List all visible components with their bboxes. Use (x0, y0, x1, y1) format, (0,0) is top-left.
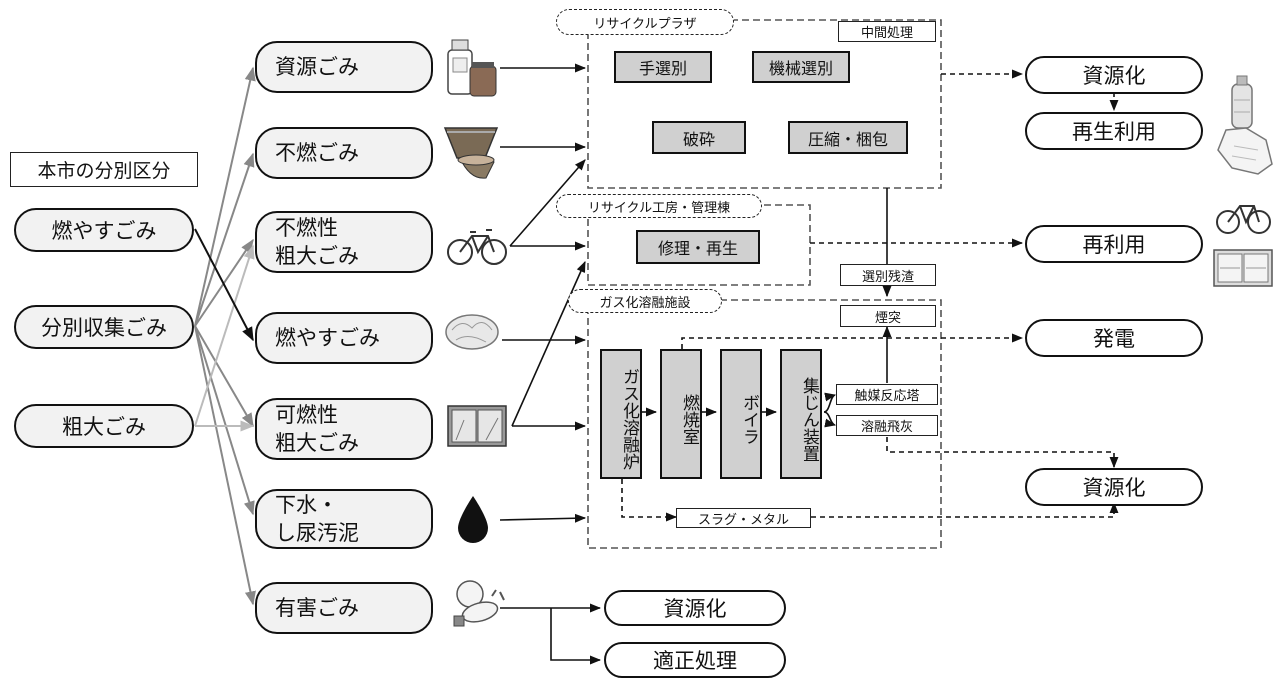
category-funen: 不燃ごみ (255, 127, 433, 179)
workshop-label: リサイクル工房・管理棟 (556, 194, 762, 218)
catalyst-tower: 触媒反応塔 (836, 384, 938, 405)
refrigerator-icon (1213, 249, 1273, 287)
boiler: ボイラ (720, 349, 762, 479)
sweater-icon (1217, 127, 1273, 175)
slag-metal: スラグ・メタル (676, 508, 811, 528)
bicycle-icon (447, 229, 507, 265)
combustion-chamber: 燃焼室 (660, 349, 702, 479)
source-moyasu: 燃やすごみ (14, 208, 194, 252)
category-odei: 下水・ し尿汚泥 (255, 489, 433, 549)
output-shigenka: 資源化 (1025, 56, 1203, 94)
melting-facility-label: ガス化溶融施設 (568, 289, 722, 313)
pet-bottle-icon (1231, 75, 1253, 129)
category-kanen-sodai: 可燃性 粗大ごみ (255, 398, 433, 460)
output-sairiyo: 再利用 (1025, 225, 1203, 263)
bicycle-icon (1216, 205, 1271, 234)
category-yugai: 有害ごみ (255, 582, 433, 634)
process-hand-sorting: 手選別 (614, 51, 712, 83)
output-saisei: 再生利用 (1025, 112, 1203, 150)
chimney-box: 煙突 (840, 305, 936, 327)
residue-label: 選別残渣 (840, 264, 936, 286)
process-compression: 圧縮・梱包 (788, 121, 908, 154)
garbage-icon (445, 314, 499, 350)
drop-icon (458, 496, 488, 543)
bottles-icon (447, 39, 497, 97)
category-funen-sodai: 不燃性 粗大ごみ (255, 211, 433, 273)
cabinet-icon (447, 405, 507, 447)
pottery-icon (443, 127, 499, 179)
gasification-furnace: ガス化溶融炉 (600, 349, 642, 479)
source-sodai: 粗大ごみ (14, 404, 194, 448)
category-arrows (499, 63, 602, 665)
intermediate-tag: 中間処理 (838, 21, 936, 42)
bulbs-icon (453, 580, 505, 627)
recycle-plaza-frame (587, 19, 942, 189)
page-title: 本市の分別区分 (10, 152, 198, 187)
output-arrows (621, 69, 1119, 522)
output-shigenka-2: 資源化 (1025, 468, 1203, 506)
output-hazard-shigenka: 資源化 (604, 590, 786, 626)
category-shigen: 資源ごみ (255, 41, 433, 93)
source-arrows (194, 66, 256, 606)
melting-facility-frame (587, 299, 942, 549)
source-bunbetsu: 分別収集ごみ (14, 305, 194, 349)
process-repair: 修理・再生 (636, 230, 760, 264)
category-moyasu: 燃やすごみ (255, 312, 433, 364)
process-crushing: 破砕 (652, 121, 746, 154)
output-hatsuden: 発電 (1025, 319, 1203, 357)
fly-ash: 溶融飛灰 (836, 415, 938, 436)
output-tekisei: 適正処理 (604, 642, 786, 678)
recycle-plaza-label: リサイクルプラザ (556, 9, 734, 35)
dust-collector: 集じん装置 (780, 349, 822, 479)
process-machine-sorting: 機械選別 (752, 51, 850, 83)
